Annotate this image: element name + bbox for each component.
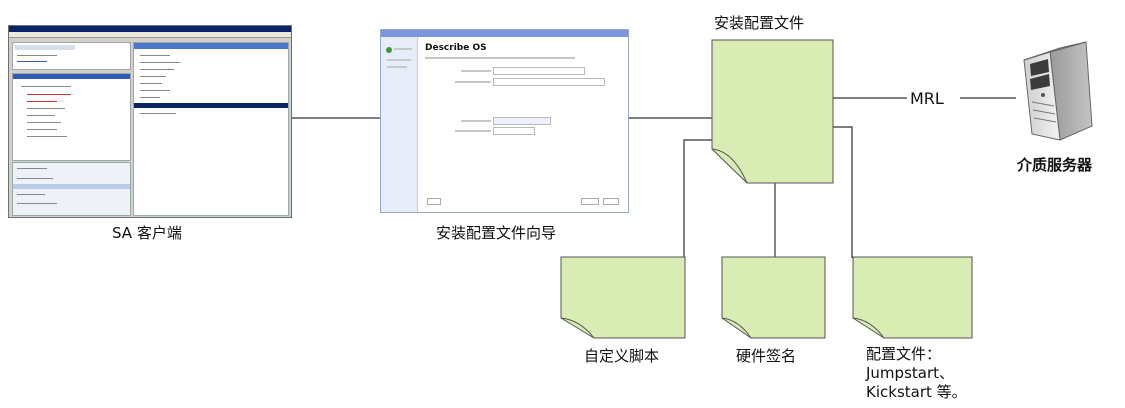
config-file-line3: Kickstart 等。 <box>866 383 967 401</box>
install-profile-doc <box>711 39 834 184</box>
wizard-heading: Describe OS <box>425 43 487 53</box>
install-profile-label: 安装配置文件 <box>714 14 805 32</box>
media-server-label: 介质服务器 <box>1017 156 1093 174</box>
hardware-signature-doc <box>721 256 826 339</box>
config-file-line2: Jumpstart、 <box>866 364 955 382</box>
config-file-doc <box>852 256 973 339</box>
server-icon <box>1023 41 1093 141</box>
config-file-line1: 配置文件： <box>866 345 942 363</box>
sa-client-screenshot <box>8 25 292 218</box>
custom-script-doc <box>560 256 686 339</box>
wizard-titlebar <box>381 30 628 37</box>
config-file-label: 配置文件： Jumpstart、 Kickstart 等。 <box>866 345 967 402</box>
hardware-signature-label: 硬件签名 <box>736 347 797 365</box>
sa-client-label: SA 客户端 <box>112 224 182 242</box>
wizard-label: 安装配置文件向导 <box>436 224 557 242</box>
mrl-label: MRL <box>910 89 944 108</box>
custom-script-label: 自定义脚本 <box>584 347 660 365</box>
wizard-screenshot: Describe OS <box>380 29 629 213</box>
wizard-sidebar <box>381 37 418 212</box>
